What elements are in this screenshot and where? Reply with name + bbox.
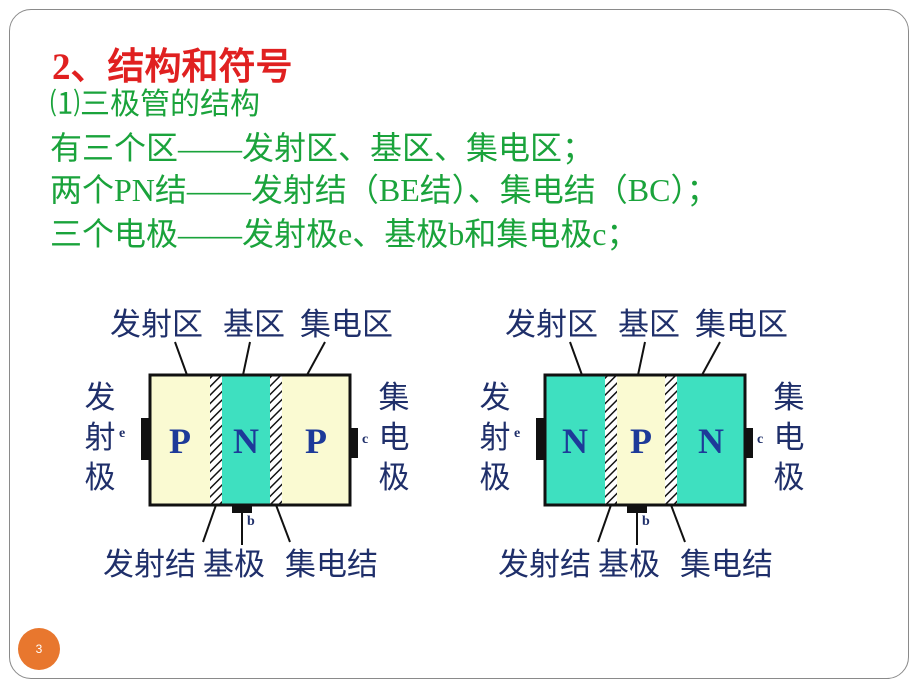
npn-structure-diagram: 发射区 基区 集电区 发射极 集电极 e c b N P N 发射结 基极 集电… (470, 300, 830, 600)
label-collector-electrode: 集电极 (773, 380, 805, 496)
region-letter-2: N (233, 421, 259, 461)
pnp-diagram-graphic (141, 341, 358, 545)
label-collector-electrode: 集电极 (378, 380, 410, 496)
region-letter-3: P (305, 421, 327, 461)
terminal-b: b (247, 514, 255, 529)
slide-frame (9, 9, 909, 679)
emitter-electrode (141, 418, 150, 460)
emitter-junction (605, 375, 617, 505)
region-1 (545, 375, 605, 505)
collector-junction (270, 375, 282, 505)
label-collector-junction: 集电结 (285, 547, 378, 583)
label-base-electrode: 基极 (598, 547, 660, 583)
terminal-c: c (757, 432, 764, 447)
region-2 (617, 375, 665, 505)
label-collector-region: 集电区 (300, 307, 393, 343)
terminal-e: e (119, 426, 126, 441)
emitter-junction (210, 375, 222, 505)
base-electrode (232, 505, 252, 513)
pnp-structure-diagram: 发射区 基区 集电区 发射极 集电极 e c b P N P 发射结 基极 集电… (75, 300, 435, 600)
emitter-electrode (536, 418, 545, 460)
terminal-e: e (514, 426, 521, 441)
terminal-c: c (362, 432, 369, 447)
collector-electrode (745, 428, 753, 458)
region-2 (222, 375, 270, 505)
collector-junction (665, 375, 677, 505)
base-electrode (627, 505, 647, 513)
label-emitter-region: 发射区 (110, 307, 203, 343)
text-line-3: 两个PN结——发射结（BE结）、集电结（BC）； (50, 172, 719, 208)
region-3 (282, 375, 350, 505)
text-line-1: ⑴三极管的结构 (50, 88, 260, 121)
collector-electrode (350, 428, 358, 458)
label-emitter-junction: 发射结 (498, 547, 591, 583)
region-letter-1: P (169, 421, 191, 461)
label-base-electrode: 基极 (203, 547, 265, 583)
region-1 (150, 375, 210, 505)
text-line-2: 有三个区——发射区、基区、集电区； (50, 130, 595, 166)
text-line-4: 三个电极——发射极e、基极b和集电极c； (50, 216, 639, 252)
page-number-badge: 3 (18, 628, 60, 670)
label-base-region: 基区 (223, 307, 285, 343)
label-base-region: 基区 (618, 307, 680, 343)
label-emitter-region: 发射区 (505, 307, 598, 343)
label-emitter-electrode: 发射极 (84, 380, 116, 496)
region-letter-3: N (698, 421, 724, 461)
label-collector-junction: 集电结 (680, 547, 773, 583)
region-3 (677, 375, 745, 505)
region-letter-2: P (630, 421, 652, 461)
region-letter-1: N (562, 421, 588, 461)
slide-title: 2、结构和符号 (52, 47, 293, 88)
terminal-b: b (642, 514, 650, 529)
label-emitter-junction: 发射结 (103, 547, 196, 583)
npn-diagram-graphic (536, 341, 753, 545)
label-emitter-electrode: 发射极 (479, 380, 511, 496)
label-collector-region: 集电区 (695, 307, 788, 343)
